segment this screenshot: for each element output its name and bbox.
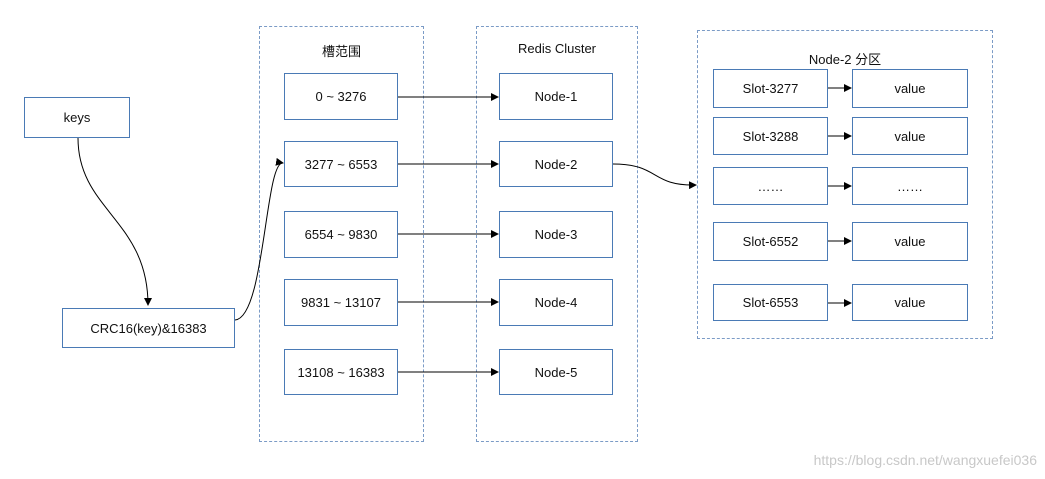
slot-range-box: 6554 ~ 9830 [284, 211, 398, 258]
cluster-node-box: Node-4 [499, 279, 613, 326]
value-box: value [852, 117, 968, 155]
slot-range-box: 9831 ~ 13107 [284, 279, 398, 326]
slot-box: Slot-6552 [713, 222, 828, 261]
redis-cluster-group-title: Redis Cluster [517, 41, 597, 56]
watermark-text: https://blog.csdn.net/wangxuefei036 [813, 452, 1037, 468]
cluster-node-box: Node-5 [499, 349, 613, 395]
hash-function-box: CRC16(key)&16383 [62, 308, 235, 348]
cluster-node-box: Node-2 [499, 141, 613, 187]
cluster-node-box: Node-3 [499, 211, 613, 258]
slot-box: Slot-6553 [713, 284, 828, 321]
cluster-node-box: Node-1 [499, 73, 613, 120]
hash-to-range-connector [234, 157, 284, 321]
value-box: …… [852, 167, 968, 205]
slot-box: …… [713, 167, 828, 205]
value-box: value [852, 69, 968, 108]
value-box: value [852, 284, 968, 321]
node-to-partition-connector [612, 163, 697, 190]
slot-box: Slot-3277 [713, 69, 828, 108]
node2-partition-group: Node-2 分区 [697, 30, 993, 339]
slot-range-box: 0 ~ 3276 [284, 73, 398, 120]
slot-box: Slot-3288 [713, 117, 828, 155]
slot-range-box: 13108 ~ 16383 [284, 349, 398, 395]
slot-range-box: 3277 ~ 6553 [284, 141, 398, 187]
value-box: value [852, 222, 968, 261]
keys-box: keys [24, 97, 130, 138]
node2-partition-group-title: Node-2 分区 [808, 52, 882, 67]
keys-to-hash-connector [77, 137, 152, 306]
slot-range-group-title: 槽范围 [321, 44, 361, 59]
